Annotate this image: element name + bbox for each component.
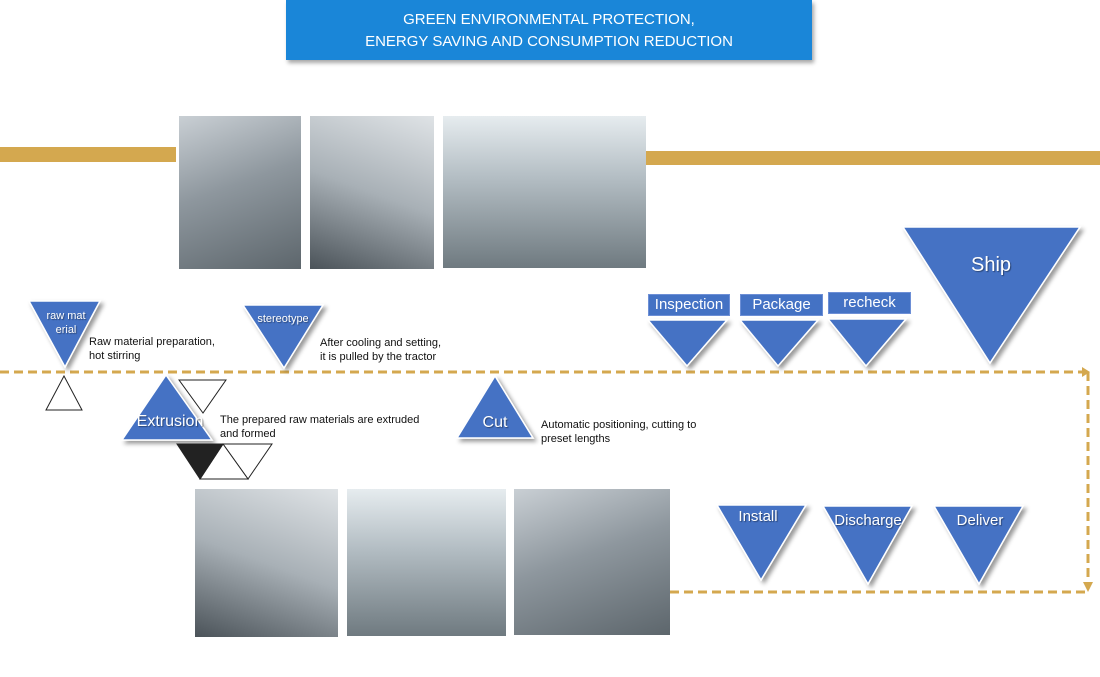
triangle-extrusion	[120, 373, 214, 441]
arrow-right-icon	[1082, 367, 1090, 377]
triangle-stereotype	[241, 304, 325, 370]
title-line-1: GREEN ENVIRONMENTAL PROTECTION,	[403, 11, 695, 28]
ship-label: Ship	[970, 254, 1012, 276]
decor-triangle-black	[176, 443, 224, 480]
stereotype-label: stereotype	[257, 313, 309, 325]
photo-extrusion-molds	[310, 116, 434, 269]
triangle-deliver	[932, 505, 1025, 586]
title-line-2: ENERGY SAVING AND CONSUMPTION REDUCTION	[365, 33, 733, 50]
desc-line: and formed	[220, 428, 276, 440]
label-line: erial	[55, 324, 77, 336]
arrow-down-icon	[1083, 582, 1093, 592]
triangle-recheck	[826, 318, 908, 368]
photo-installation-3	[514, 489, 670, 635]
recheck-label: recheck	[828, 292, 911, 314]
photo-factory-floor	[443, 116, 646, 268]
gold-divider-right	[646, 151, 1100, 165]
raw-material-desc: Raw material preparation, hot stirring	[89, 335, 215, 363]
label-line: raw mat	[46, 310, 86, 322]
triangle-raw-material	[27, 300, 102, 369]
gold-divider-left	[0, 147, 176, 162]
package-label: Package	[740, 294, 823, 316]
desc-line: The prepared raw materials are extruded	[220, 414, 420, 426]
desc-line: it is pulled by the tractor	[320, 351, 437, 363]
triangle-inspection	[646, 319, 729, 368]
desc-line: preset lengths	[541, 433, 611, 445]
extrusion-label: Extrusion	[136, 413, 204, 430]
triangle-cut	[455, 374, 535, 439]
triangle-install	[715, 504, 808, 582]
photo-installation-1	[195, 489, 338, 637]
desc-line: hot stirring	[89, 350, 141, 362]
page-title-banner: GREEN ENVIRONMENTAL PROTECTION, ENERGY S…	[286, 0, 812, 60]
triangle-package	[738, 319, 820, 368]
cut-label: Cut	[482, 414, 508, 431]
raw-material-label: raw mat erial	[36, 309, 96, 337]
stereotype-desc: After cooling and setting, it is pulled …	[320, 336, 441, 364]
desc-line: Raw material preparation,	[89, 336, 215, 348]
flow-path-dashed	[0, 370, 1090, 594]
inspection-label: Inspection	[648, 294, 730, 316]
desc-line: Automatic positioning, cutting to	[541, 419, 697, 431]
install-label: Install	[738, 508, 778, 525]
decor-triangle-outline	[45, 374, 83, 411]
extrusion-desc: The prepared raw materials are extruded …	[220, 413, 419, 441]
deliver-label: Deliver	[956, 512, 1004, 529]
decor-triangle-outline	[178, 379, 227, 414]
discharge-label: Discharge	[834, 512, 902, 529]
photo-installation-2	[347, 489, 506, 636]
triangle-discharge	[821, 505, 914, 586]
triangle-ship	[901, 226, 1082, 365]
cut-desc: Automatic positioning, cutting to preset…	[541, 418, 696, 446]
desc-line: After cooling and setting,	[320, 337, 442, 349]
photo-mixer-machine	[179, 116, 301, 269]
